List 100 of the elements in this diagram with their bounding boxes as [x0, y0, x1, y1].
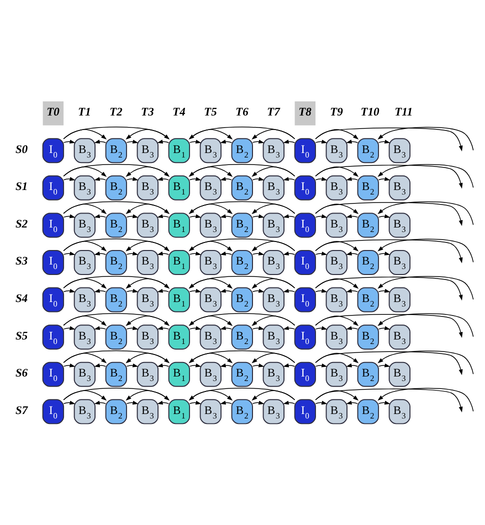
node-box: B$_{2}$	[231, 138, 253, 164]
node-box: B$_{3}$	[262, 287, 284, 312]
arrow	[63, 288, 76, 293]
arrow	[283, 288, 296, 293]
node-box: B$_{3}$	[74, 175, 96, 200]
arrow	[315, 239, 463, 264]
arrow	[188, 164, 296, 177]
arrow	[252, 352, 296, 364]
arrow	[189, 326, 202, 330]
label: T1	[78, 106, 91, 119]
arrow	[378, 350, 474, 374]
node-box: B$_{2}$	[357, 250, 379, 276]
node-box: B$_{3}$	[74, 324, 96, 350]
node-box: B$_{3}$	[136, 175, 159, 200]
arrow	[283, 252, 296, 256]
arrow	[157, 326, 170, 330]
arrow	[378, 238, 474, 262]
node-box: B$_{2}$	[231, 175, 253, 200]
arrow	[157, 252, 170, 256]
arrow	[157, 363, 170, 368]
label: T8	[298, 106, 312, 119]
node-box: B$_{2}$	[105, 399, 128, 424]
node-box: B$_{3}$	[326, 399, 348, 424]
arrow	[315, 314, 463, 338]
arrow	[252, 390, 296, 401]
node-box: B$_{2}$	[231, 287, 253, 312]
node-box: B$_{3}$	[262, 362, 284, 387]
arrow	[220, 176, 232, 181]
node-box: B$_{3}$	[388, 175, 410, 200]
node-box: B$_{3}$	[74, 138, 96, 164]
arrow	[189, 316, 233, 326]
arrow	[188, 238, 296, 252]
node-box: I$_{0}$	[294, 362, 316, 387]
node-box: I$_{0}$	[42, 250, 64, 276]
arrow	[188, 201, 296, 214]
node-box: I$_{0}$	[294, 399, 316, 424]
node-box: B$_{3}$	[326, 362, 348, 387]
arrow	[252, 241, 296, 252]
node-box: B$_{2}$	[231, 324, 253, 350]
arrow	[126, 140, 138, 144]
arrow	[252, 140, 264, 144]
arrow	[378, 164, 474, 188]
arrow	[94, 363, 106, 368]
arrow	[252, 326, 264, 330]
label: S5	[15, 329, 28, 342]
node-box: B$_{2}$	[357, 175, 379, 200]
arrow	[94, 326, 106, 330]
node-box: B$_{3}$	[326, 250, 348, 276]
arrow	[188, 276, 296, 289]
node-box: B$_{3}$	[136, 250, 159, 276]
arrow	[315, 176, 328, 181]
arrow	[126, 363, 138, 368]
arrow	[94, 176, 106, 181]
arrow	[189, 129, 233, 140]
node-box: B$_{1}$	[168, 138, 190, 164]
node-box: B$_{1}$	[168, 287, 190, 312]
arrow	[315, 351, 463, 376]
node-box: B$_{3}$	[262, 212, 284, 238]
arrow	[189, 166, 233, 177]
arrow	[220, 252, 232, 256]
node-box: B$_{3}$	[136, 362, 159, 387]
node-box: I$_{0}$	[294, 287, 316, 312]
node-box: B$_{3}$	[136, 324, 159, 350]
arrow	[188, 313, 296, 326]
arrow	[220, 363, 232, 368]
arrow	[189, 252, 202, 256]
node-box: B$_{2}$	[357, 362, 379, 387]
arrow	[378, 140, 390, 144]
node-box: I$_{0}$	[42, 287, 64, 312]
node-box: B$_{3}$	[200, 138, 222, 164]
node-box: B$_{3}$	[74, 212, 96, 238]
node-box: B$_{3}$	[388, 250, 410, 276]
arrow	[188, 126, 296, 140]
node-box: B$_{3}$	[136, 212, 159, 238]
label: T4	[172, 106, 186, 119]
node-box: B$_{3}$	[200, 287, 222, 312]
label: T10	[360, 106, 380, 119]
node-box: I$_{0}$	[42, 175, 64, 200]
label: T2	[110, 106, 122, 119]
node-box: B$_{3}$	[74, 250, 96, 276]
arrow	[252, 176, 264, 181]
arrow	[252, 278, 296, 289]
node-box: B$_{3}$	[74, 399, 96, 424]
arrow	[157, 288, 170, 293]
node-box: B$_{1}$	[168, 399, 190, 424]
arrow	[189, 288, 202, 293]
node-box: B$_{3}$	[388, 324, 410, 350]
arrow	[126, 288, 138, 293]
label: S4	[15, 292, 28, 306]
arrow	[346, 288, 358, 293]
node-box: B$_{1}$	[168, 212, 190, 238]
arrow	[283, 326, 296, 330]
node-box: B$_{2}$	[231, 250, 253, 276]
arrow	[126, 176, 138, 181]
node-box: B$_{2}$	[105, 362, 128, 387]
arrow	[378, 176, 390, 181]
arrow	[378, 363, 390, 368]
label: S7	[15, 404, 28, 417]
node-box: B$_{2}$	[105, 324, 128, 350]
node-box: B$_{3}$	[74, 287, 96, 312]
